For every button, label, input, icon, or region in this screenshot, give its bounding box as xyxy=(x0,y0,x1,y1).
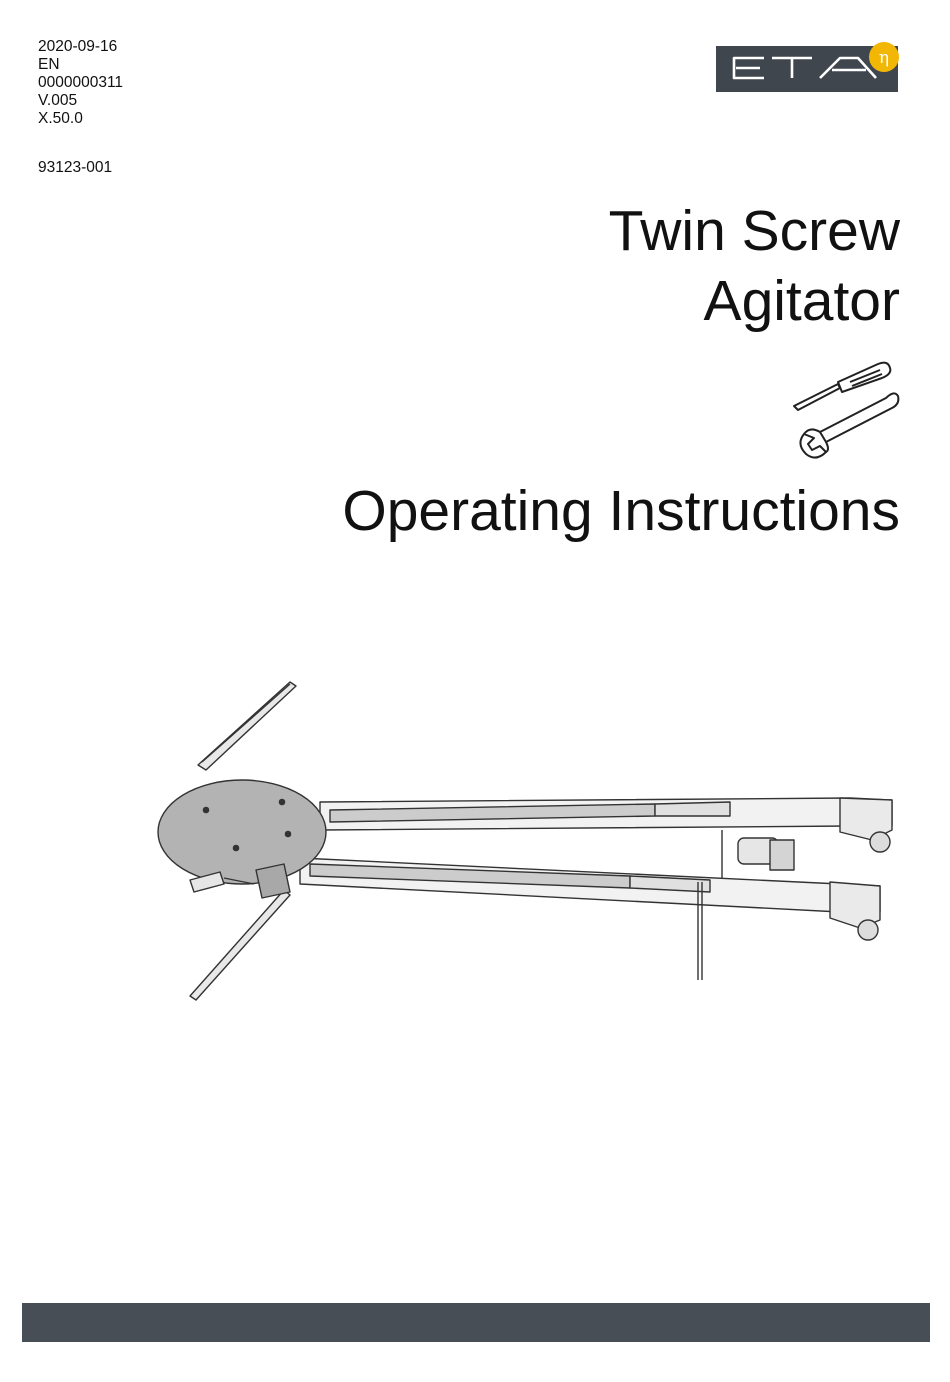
footer-bar xyxy=(22,1303,930,1342)
doc-revision: X.50.0 xyxy=(38,110,83,127)
agitator-drawing xyxy=(157,681,893,1001)
screwdriver-wrench-icon xyxy=(793,361,900,459)
title-line-2: Agitator xyxy=(703,269,900,333)
title-line-1: Twin Screw xyxy=(608,199,900,263)
doc-language: EN xyxy=(38,56,60,73)
eta-logo: η xyxy=(716,42,899,92)
logo-symbol: η xyxy=(879,48,889,68)
part-number: 93123-001 xyxy=(38,159,113,176)
doc-number: 0000000311 xyxy=(38,74,124,91)
document-subtitle: Operating Instructions xyxy=(342,479,900,543)
doc-date: 2020-09-16 xyxy=(38,38,118,55)
doc-version: V.005 xyxy=(38,92,78,109)
page-title: Twin Screw Agitator xyxy=(609,196,900,336)
document-metadata: 2020-09-16 EN 0000000311 V.005 X.50.0 93… xyxy=(38,38,123,177)
